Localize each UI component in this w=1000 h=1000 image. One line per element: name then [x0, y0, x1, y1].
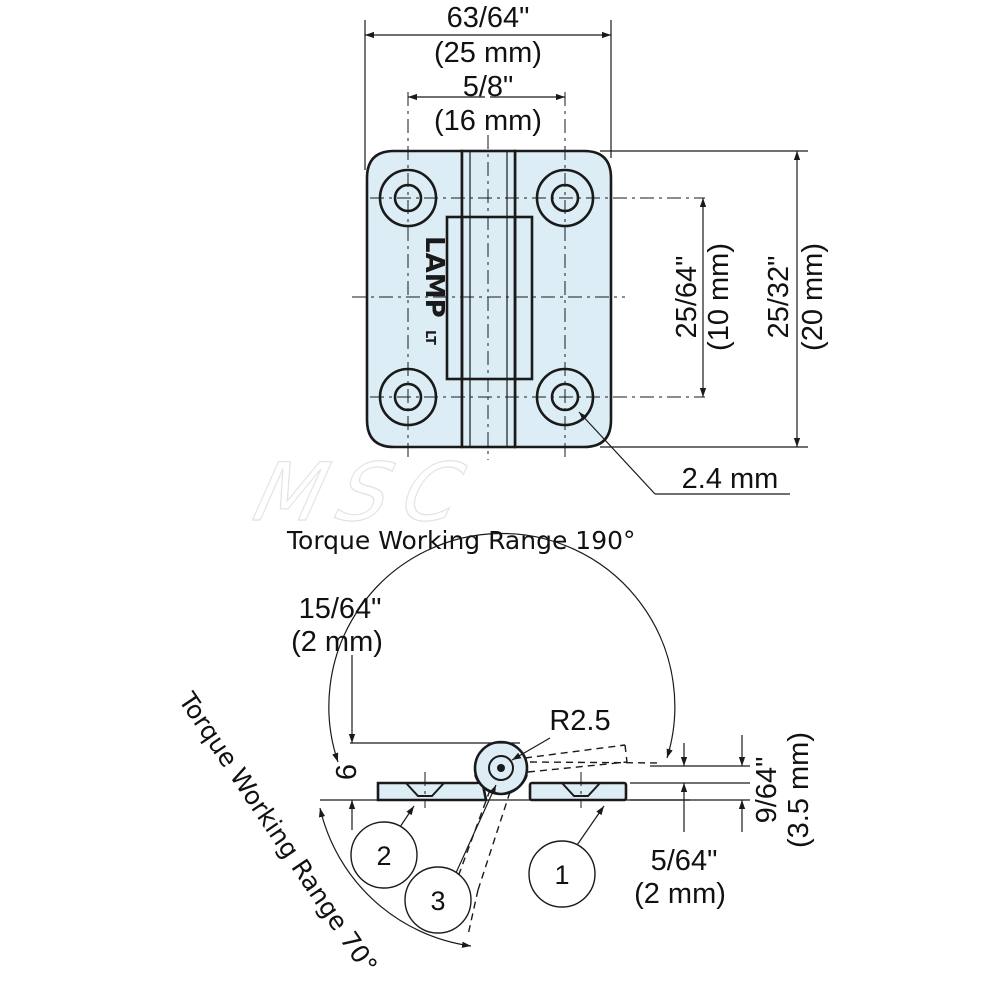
svg-text:2.4 mm: 2.4 mm: [682, 463, 779, 495]
callout-1: 1: [528, 805, 605, 908]
hinge-top-view: LAMP LT 63/64" (25 mm) 5/8" (16 mm) 25/6…: [352, 2, 829, 495]
svg-text:(25 mm): (25 mm): [434, 37, 542, 69]
left-leaf: [365, 149, 464, 449]
svg-text:LAMP: LAMP: [419, 236, 449, 318]
svg-text:25/64": 25/64": [671, 256, 703, 339]
hinge-side-view: 15/64" (2 mm) 6 R2.5 9/64" (3.5 mm) 5/64…: [291, 532, 815, 948]
svg-text:LT: LT: [422, 330, 437, 345]
brand-logo: LAMP LT: [419, 236, 449, 345]
svg-text:(2 mm): (2 mm): [634, 878, 726, 910]
arc-190: [328, 532, 676, 763]
caption-torque-190: Torque Working Range 190°: [286, 526, 636, 555]
svg-text:5/8": 5/8": [463, 71, 514, 103]
dim-leaf: 5/64" (2 mm): [634, 743, 726, 910]
svg-text:(10 mm): (10 mm): [703, 243, 735, 351]
svg-text:(16 mm): (16 mm): [434, 105, 542, 137]
callout-3: 3: [404, 784, 497, 934]
watermark: MSC: [245, 447, 486, 540]
dim-overall-height: 25/32" (20 mm): [600, 150, 829, 448]
callout-2: 2: [350, 805, 418, 889]
dim-overall-width: 63/64" (25 mm): [364, 2, 612, 170]
svg-text:15/64": 15/64": [299, 593, 382, 625]
svg-text:R2.5: R2.5: [549, 705, 610, 737]
svg-text:(3.5 mm): (3.5 mm): [783, 732, 815, 848]
right-leaf: [513, 149, 613, 449]
svg-text:6: 6: [331, 764, 363, 780]
svg-text:9/64": 9/64": [751, 757, 783, 824]
dim-radius: R2.5: [511, 705, 611, 761]
side-right-leaf: [528, 781, 628, 802]
svg-text:3: 3: [430, 886, 445, 916]
dim-offset: 15/64" (2 mm) 6: [291, 593, 383, 830]
arc-70: [318, 807, 472, 948]
svg-text:1: 1: [554, 860, 569, 890]
svg-text:63/64": 63/64": [447, 2, 530, 34]
dim-hole-vertical: 25/64" (10 mm): [671, 198, 735, 397]
dim-hole-spacing: 5/8" (16 mm): [408, 71, 565, 137]
svg-text:25/32": 25/32": [763, 256, 795, 339]
dim-hole-diameter: 2.4 mm: [578, 411, 790, 495]
svg-text:(2 mm): (2 mm): [291, 626, 383, 658]
pin-recess: [445, 215, 534, 381]
dim-thickness: 9/64" (3.5 mm): [738, 732, 815, 848]
svg-text:5/64": 5/64": [651, 845, 718, 877]
svg-text:2: 2: [376, 841, 391, 871]
svg-text:(20 mm): (20 mm): [797, 243, 829, 351]
hidden-open-position: [524, 744, 663, 773]
center-lines: [352, 92, 705, 460]
